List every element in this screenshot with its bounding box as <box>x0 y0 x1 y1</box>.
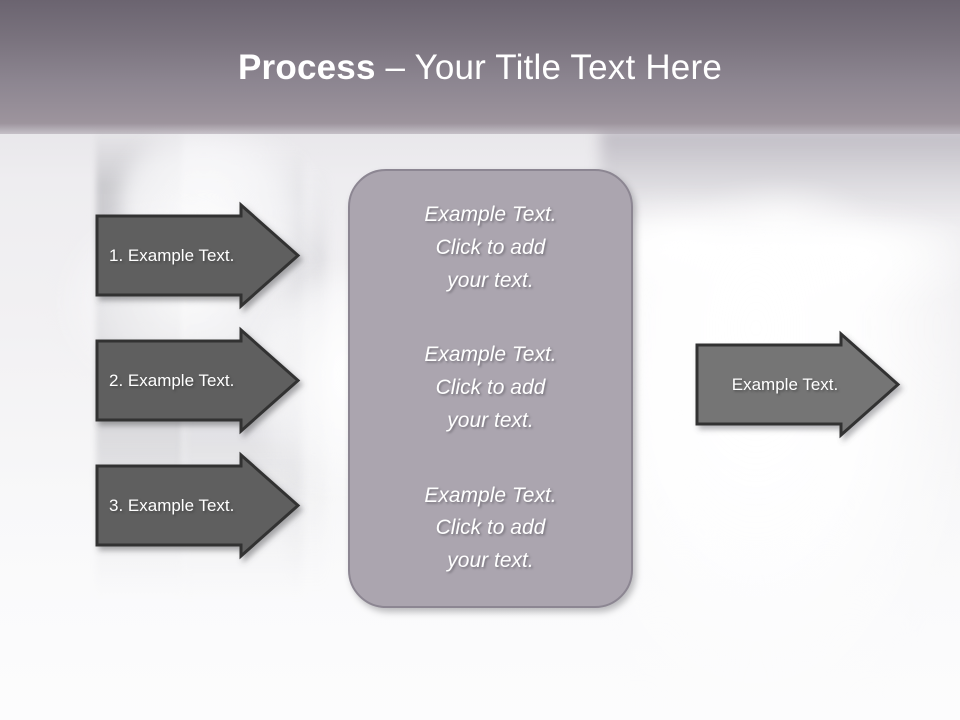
page-title-bold: Process <box>238 48 376 87</box>
center-content-box[interactable]: Example Text. Click to add your text. Ex… <box>348 169 633 608</box>
step-arrow-3[interactable]: 3. Example Text. <box>95 451 301 560</box>
arrow-right-shape-icon <box>95 451 301 560</box>
center-text-block-2: Example Text. Click to add your text. <box>424 343 557 432</box>
step-arrow-2[interactable]: 2. Example Text. <box>95 326 301 435</box>
center-text-block-3: Example Text. Click to add your text. <box>424 483 557 573</box>
arrow-right-shape-icon <box>95 201 301 310</box>
page-title: Process – Your Title Text Here <box>0 48 960 88</box>
title-band: Process – Your Title Text Here <box>0 0 960 134</box>
center-text-block-1: Example Text. Click to add your text. <box>424 203 557 292</box>
page-title-rest: – Your Title Text Here <box>375 48 722 87</box>
result-arrow[interactable]: Example Text. <box>695 330 901 439</box>
step-arrow-1[interactable]: 1. Example Text. <box>95 201 301 310</box>
arrow-right-shape-icon <box>695 330 901 439</box>
arrow-right-shape-icon <box>95 326 301 435</box>
